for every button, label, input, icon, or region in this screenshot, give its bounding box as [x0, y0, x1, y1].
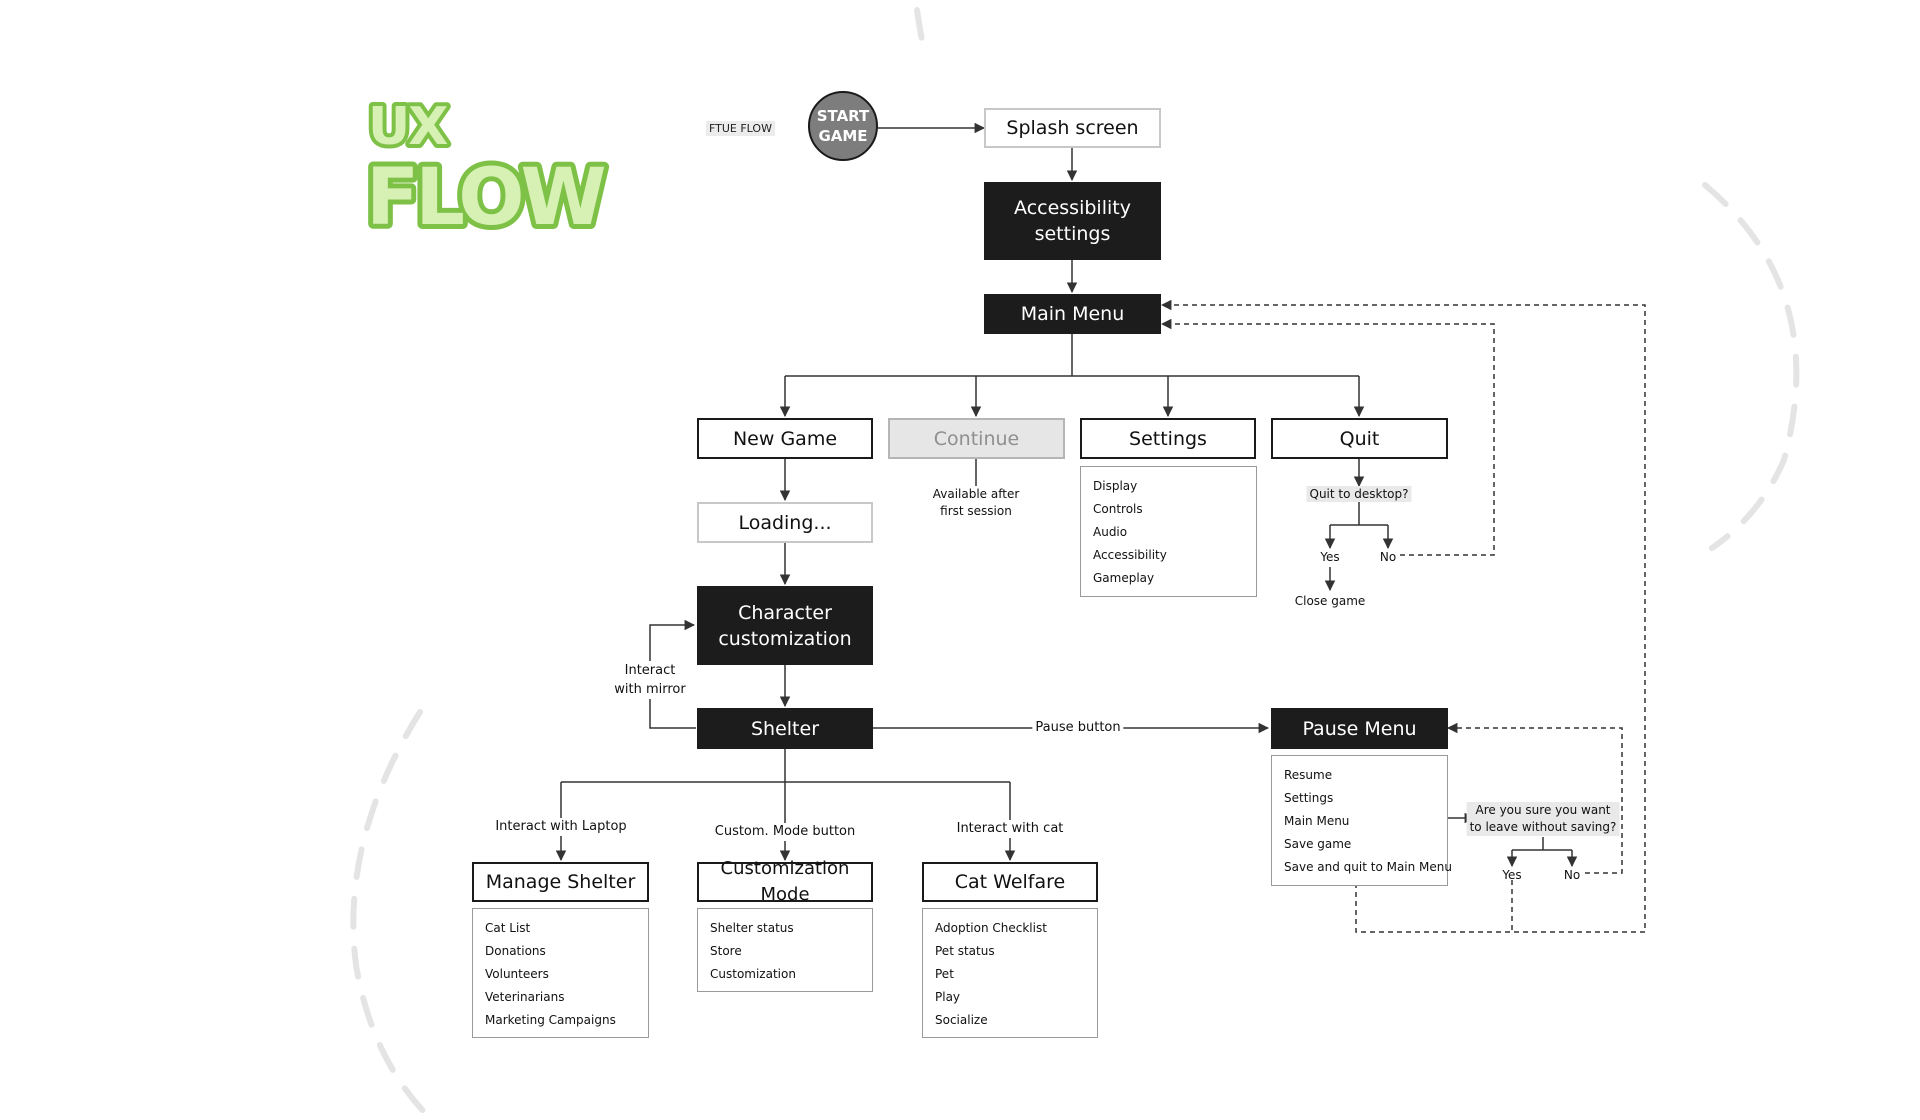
quit-question: Quit to desktop? — [1306, 486, 1412, 502]
continue-note-line-1: Available after — [932, 487, 1020, 501]
list-item[interactable]: Adoption Checklist — [935, 921, 1047, 935]
node-settings[interactable]: Settings — [1080, 418, 1256, 459]
character-line-1: Character — [738, 601, 832, 624]
list-item[interactable]: Save and quit to Main Menu — [1284, 860, 1453, 874]
leave-question-line-2: to leave without saving? — [1469, 820, 1617, 834]
accessibility-line-2: settings — [1034, 223, 1111, 245]
start-game-node[interactable]: START GAME — [808, 91, 878, 161]
node-continue[interactable]: Continue — [888, 418, 1065, 459]
continue-note-line-2: first session — [940, 504, 1012, 518]
accessibility-line-1: Accessibility — [1014, 197, 1131, 219]
list-item[interactable]: Audio — [1093, 525, 1128, 539]
pause-button-label: Pause button — [1032, 719, 1124, 737]
node-new-game[interactable]: New Game — [697, 418, 873, 459]
list-item[interactable]: Customization — [710, 967, 796, 981]
list-item[interactable]: Main Menu — [1284, 814, 1350, 828]
ux-flow-logo: UX FLOW — [361, 93, 614, 242]
list-item[interactable]: Save game — [1284, 837, 1352, 851]
quit-yes[interactable]: Yes — [1320, 550, 1340, 564]
list-item[interactable]: Store — [710, 944, 742, 958]
pause-options-list: Resume Settings Main Menu Save game Save… — [1271, 755, 1453, 886]
node-accessibility-settings[interactable]: Accessibility settings — [984, 182, 1161, 260]
list-item[interactable]: Resume — [1284, 768, 1333, 782]
node-manage-shelter[interactable]: Manage Shelter — [472, 862, 649, 902]
list-item[interactable]: Volunteers — [485, 967, 549, 981]
logo-flow: FLOW — [366, 153, 605, 242]
dashed-leave-no-to-pause — [1446, 722, 1623, 874]
list-item[interactable]: Donations — [485, 944, 546, 958]
dashed-quit-no-to-main-menu — [1160, 318, 1495, 556]
node-customization-mode[interactable]: Customization Mode — [697, 858, 873, 905]
list-item[interactable]: Gameplay — [1093, 571, 1155, 585]
list-item[interactable]: Play — [935, 990, 961, 1004]
mirror-line-2: with mirror — [614, 682, 686, 697]
start-line-1: START — [816, 107, 870, 125]
list-item[interactable]: Marketing Campaigns — [485, 1013, 616, 1027]
node-quit[interactable]: Quit — [1271, 418, 1448, 459]
list-item[interactable]: Cat List — [485, 921, 531, 935]
logo-ux: UX — [368, 97, 448, 157]
list-item[interactable]: Pet status — [935, 944, 995, 958]
node-character-customization[interactable]: Character customization — [697, 586, 873, 665]
list-item[interactable]: Socialize — [935, 1013, 988, 1027]
start-line-2: GAME — [818, 127, 868, 145]
node-shelter[interactable]: Shelter — [697, 708, 873, 749]
branch-main-menu — [785, 334, 1359, 377]
list-item[interactable]: Accessibility — [1093, 548, 1167, 562]
list-item[interactable]: Display — [1093, 479, 1138, 493]
settings-options-list: Display Controls Audio Accessibility Gam… — [1080, 466, 1257, 597]
node-pause-menu[interactable]: Pause Menu — [1271, 708, 1448, 749]
interact-cat-label: Interact with cat — [953, 820, 1067, 838]
character-line-2: customization — [718, 627, 852, 650]
custom-mode-button-label: Custom. Mode button — [711, 823, 859, 841]
list-item[interactable]: Pet — [935, 967, 954, 981]
list-item[interactable]: Settings — [1284, 791, 1334, 805]
leave-yes[interactable]: Yes — [1502, 868, 1522, 882]
list-item[interactable]: Shelter status — [710, 921, 794, 935]
interact-laptop-label: Interact with Laptop — [492, 818, 630, 836]
leave-no[interactable]: No — [1563, 868, 1581, 882]
mirror-label: Interact with mirror — [611, 661, 689, 699]
close-game-label: Close game — [1294, 594, 1366, 608]
branch-shelter — [561, 749, 1010, 783]
node-splash-screen[interactable]: Splash screen — [984, 108, 1161, 148]
customization-mode-list: Shelter status Store Customization — [697, 908, 873, 992]
mirror-line-1: Interact — [624, 663, 676, 678]
dashed-save-quit-to-main-menu — [1160, 299, 1646, 933]
continue-note: Available after first session — [933, 486, 1020, 520]
manage-shelter-list: Cat List Donations Volunteers Veterinari… — [472, 908, 649, 1038]
list-item[interactable]: Controls — [1093, 502, 1143, 516]
ftue-flow-label: FTUE FLOW — [706, 121, 775, 136]
leave-question-line-1: Are you sure you want — [1475, 803, 1611, 817]
leave-question: Are you sure you want to leave without s… — [1466, 802, 1620, 836]
node-main-menu[interactable]: Main Menu — [984, 294, 1161, 334]
node-loading: Loading... — [697, 502, 873, 543]
list-item[interactable]: Veterinarians — [485, 990, 565, 1004]
decorative-arcs — [350, 7, 1800, 1120]
cat-welfare-list: Adoption Checklist Pet status Pet Play S… — [922, 908, 1098, 1038]
quit-no[interactable]: No — [1379, 550, 1397, 564]
node-cat-welfare[interactable]: Cat Welfare — [922, 862, 1098, 902]
